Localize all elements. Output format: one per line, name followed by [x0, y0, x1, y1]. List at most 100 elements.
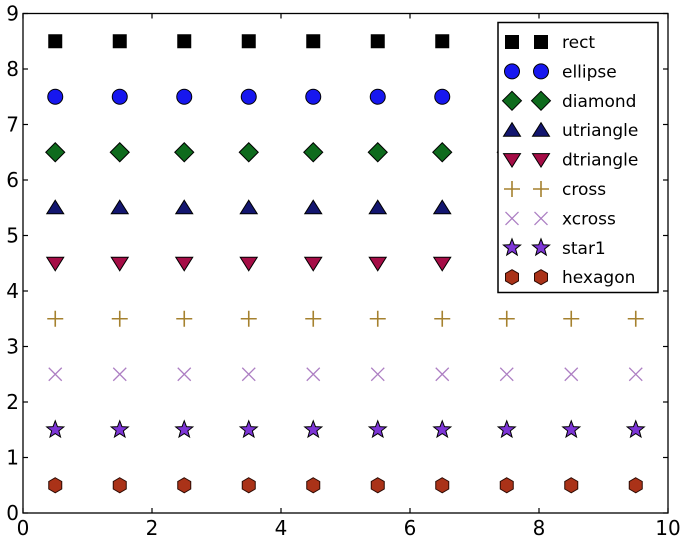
marker-diamond: [367, 142, 388, 163]
marker-dtriangle: [368, 256, 388, 272]
marker-hexagon: [241, 477, 256, 494]
legend-marker-rect: [534, 35, 548, 49]
marker-rect: [435, 34, 450, 49]
legend-marker-diamond: [530, 90, 552, 112]
marker-hexagon: [48, 477, 63, 494]
marker-rect: [48, 34, 63, 49]
x-tick-label: 0: [17, 516, 30, 540]
marker-ellipse: [369, 88, 386, 105]
marker-utriangle: [174, 199, 194, 215]
legend-marker-hexagon: [534, 269, 548, 286]
marker-star1: [109, 419, 130, 439]
marker-dtriangle: [45, 256, 65, 272]
marker-hexagon: [628, 477, 643, 494]
marker-star1: [496, 419, 517, 439]
legend-label-hexagon: hexagon: [562, 268, 635, 288]
marker-cross: [369, 310, 386, 327]
marker-utriangle: [368, 199, 388, 215]
marker-xcross: [564, 367, 579, 382]
marker-rect: [370, 34, 385, 49]
y-tick-label: 8: [6, 57, 19, 81]
x-tick-label: 10: [655, 516, 680, 540]
marker-diamond: [432, 142, 453, 163]
marker-star1: [432, 419, 453, 439]
marker-hexagon: [370, 477, 385, 494]
marker-dtriangle: [110, 256, 130, 272]
x-tick-label: 6: [404, 516, 417, 540]
marker-xcross: [48, 367, 63, 382]
y-tick-label: 4: [6, 279, 19, 303]
marker-hexagon: [435, 477, 450, 494]
legend-marker-rect: [505, 35, 519, 49]
x-tick-label: 2: [146, 516, 159, 540]
marker-cross: [498, 310, 515, 327]
y-tick-label: 1: [6, 446, 19, 470]
marker-xcross: [499, 367, 514, 382]
marker-star1: [238, 419, 259, 439]
legend-box: [497, 21, 659, 294]
marker-rect: [177, 34, 192, 49]
marker-diamond: [109, 142, 130, 163]
marker-cross: [176, 310, 193, 327]
y-tick-label: 9: [6, 2, 19, 26]
marker-xcross: [435, 367, 450, 382]
marker-ellipse: [176, 88, 193, 105]
marker-star1: [174, 419, 195, 439]
legend-marker-utriangle: [502, 121, 522, 137]
marker-hexagon: [499, 477, 514, 494]
marker-utriangle: [110, 199, 130, 215]
marker-star1: [367, 419, 388, 439]
legend-marker-star1: [531, 237, 551, 257]
marker-dtriangle: [303, 256, 323, 272]
marker-xcross: [306, 367, 321, 382]
legend-marker-cross: [504, 181, 520, 197]
legend-marker-diamond: [501, 90, 523, 112]
marker-hexagon: [177, 477, 192, 494]
legend-label-cross: cross: [562, 180, 606, 200]
marker-rect: [306, 34, 321, 49]
marker-rect: [241, 34, 256, 49]
marker-star1: [561, 419, 582, 439]
legend-marker-xcross: [505, 211, 519, 226]
legend-marker-star1: [502, 237, 522, 257]
marker-rect: [112, 34, 127, 49]
marker-xcross: [370, 367, 385, 382]
marker-xcross: [177, 367, 192, 382]
y-tick-label: 2: [6, 390, 19, 414]
legend-marker-xcross: [534, 211, 548, 226]
legend-label-utriangle: utriangle: [562, 121, 638, 141]
marker-ellipse: [305, 88, 322, 105]
y-tick-label: 6: [6, 168, 19, 192]
marker-ellipse: [434, 88, 451, 105]
marker-dtriangle: [432, 256, 452, 272]
legend-marker-hexagon: [505, 269, 519, 286]
marker-ellipse: [47, 88, 64, 105]
marker-utriangle: [432, 199, 452, 215]
legend-marker-cross: [533, 181, 549, 197]
y-tick-label: 3: [6, 335, 19, 359]
marker-cross: [240, 310, 257, 327]
marker-star1: [45, 419, 66, 439]
y-tick-label: 0: [6, 501, 19, 525]
marker-dtriangle: [239, 256, 259, 272]
marker-utriangle: [45, 199, 65, 215]
marker-hexagon: [564, 477, 579, 494]
marker-xcross: [112, 367, 127, 382]
x-tick-label: 8: [533, 516, 546, 540]
marker-ellipse: [111, 88, 128, 105]
marker-ellipse: [240, 88, 257, 105]
marker-diamond: [238, 142, 259, 163]
marker-diamond: [174, 142, 195, 163]
legend-label-diamond: diamond: [562, 92, 636, 112]
marker-xcross: [241, 367, 256, 382]
legend-label-star1: star1: [562, 239, 606, 259]
legend-label-rect: rect: [562, 33, 595, 53]
marker-diamond: [303, 142, 324, 163]
marker-hexagon: [112, 477, 127, 494]
marker-star1: [625, 419, 646, 439]
marker-cross: [627, 310, 644, 327]
marker-diamond: [45, 142, 66, 163]
legend-label-ellipse: ellipse: [562, 62, 617, 82]
